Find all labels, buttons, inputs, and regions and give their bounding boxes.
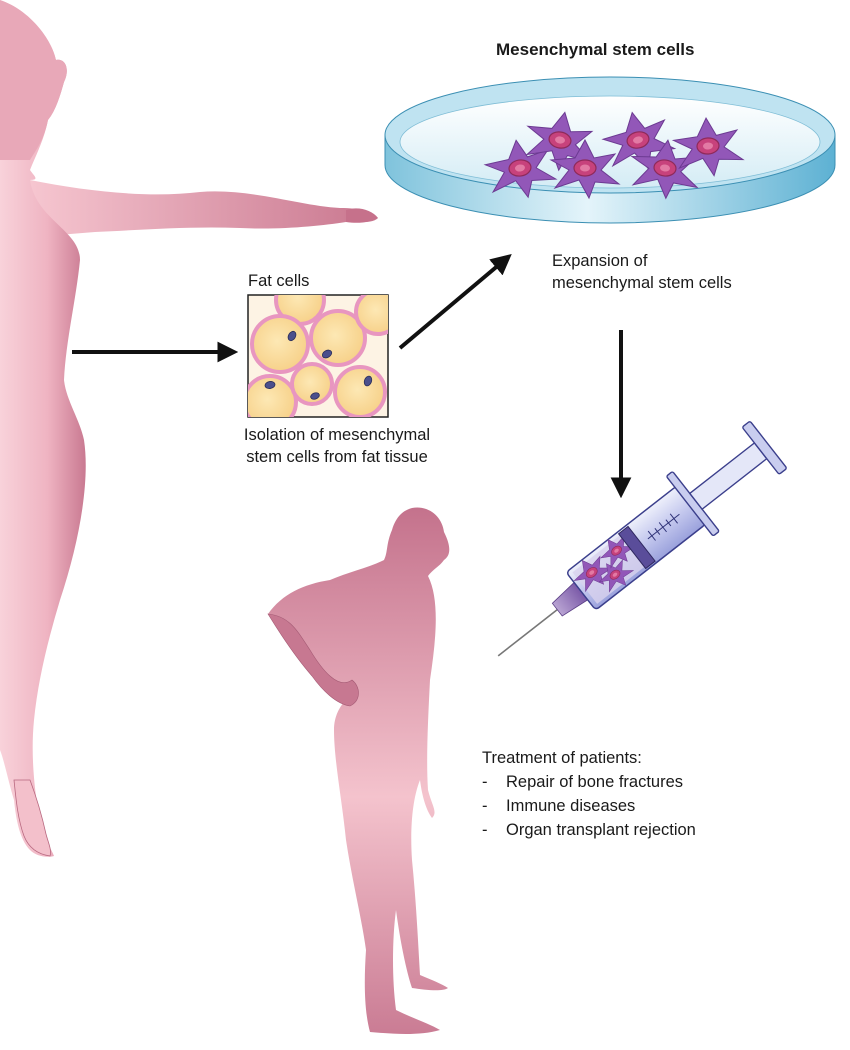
- treatment-list: Treatment of patients: -Repair of bone f…: [482, 746, 696, 842]
- donor-figure: [0, 0, 378, 857]
- expansion-caption: Expansion of mesenchymal stem cells: [552, 250, 732, 294]
- arrow-fat-to-dish: [398, 253, 512, 350]
- donor-arm: [30, 180, 378, 238]
- donor-body: [0, 0, 86, 857]
- treatment-heading: Treatment of patients:: [482, 749, 642, 767]
- expansion-line-1: Expansion of: [552, 252, 648, 270]
- bullet-dash: -: [482, 797, 488, 815]
- fat-caption: Isolation of mesenchymal stem cells from…: [222, 424, 452, 468]
- treatment-item-text: Immune diseases: [506, 797, 636, 815]
- fat-cells-box: [247, 294, 389, 418]
- expansion-line-2: mesenchymal stem cells: [552, 274, 732, 292]
- fat-caption-line-2: stem cells from fat tissue: [246, 448, 428, 466]
- process-arrows: [72, 253, 632, 499]
- treatment-item: -Organ transplant rejection: [482, 818, 696, 842]
- bullet-dash: -: [482, 773, 488, 791]
- treatment-item: -Repair of bone fractures: [482, 770, 696, 794]
- petri-dish: [384, 76, 836, 224]
- dish-title: Mesenchymal stem cells: [496, 40, 695, 59]
- treatment-item-text: Organ transplant rejection: [506, 821, 696, 839]
- bullet-dash: -: [482, 821, 488, 839]
- treatment-item-text: Repair of bone fractures: [506, 773, 684, 791]
- syringe: [497, 421, 787, 657]
- fat-caption-line-1: Isolation of mesenchymal: [243, 426, 431, 444]
- fat-cells-title: Fat cells: [248, 272, 310, 290]
- patient-figure: [267, 507, 450, 1034]
- patient-body: [268, 507, 450, 1034]
- treatment-item: -Immune diseases: [482, 794, 696, 818]
